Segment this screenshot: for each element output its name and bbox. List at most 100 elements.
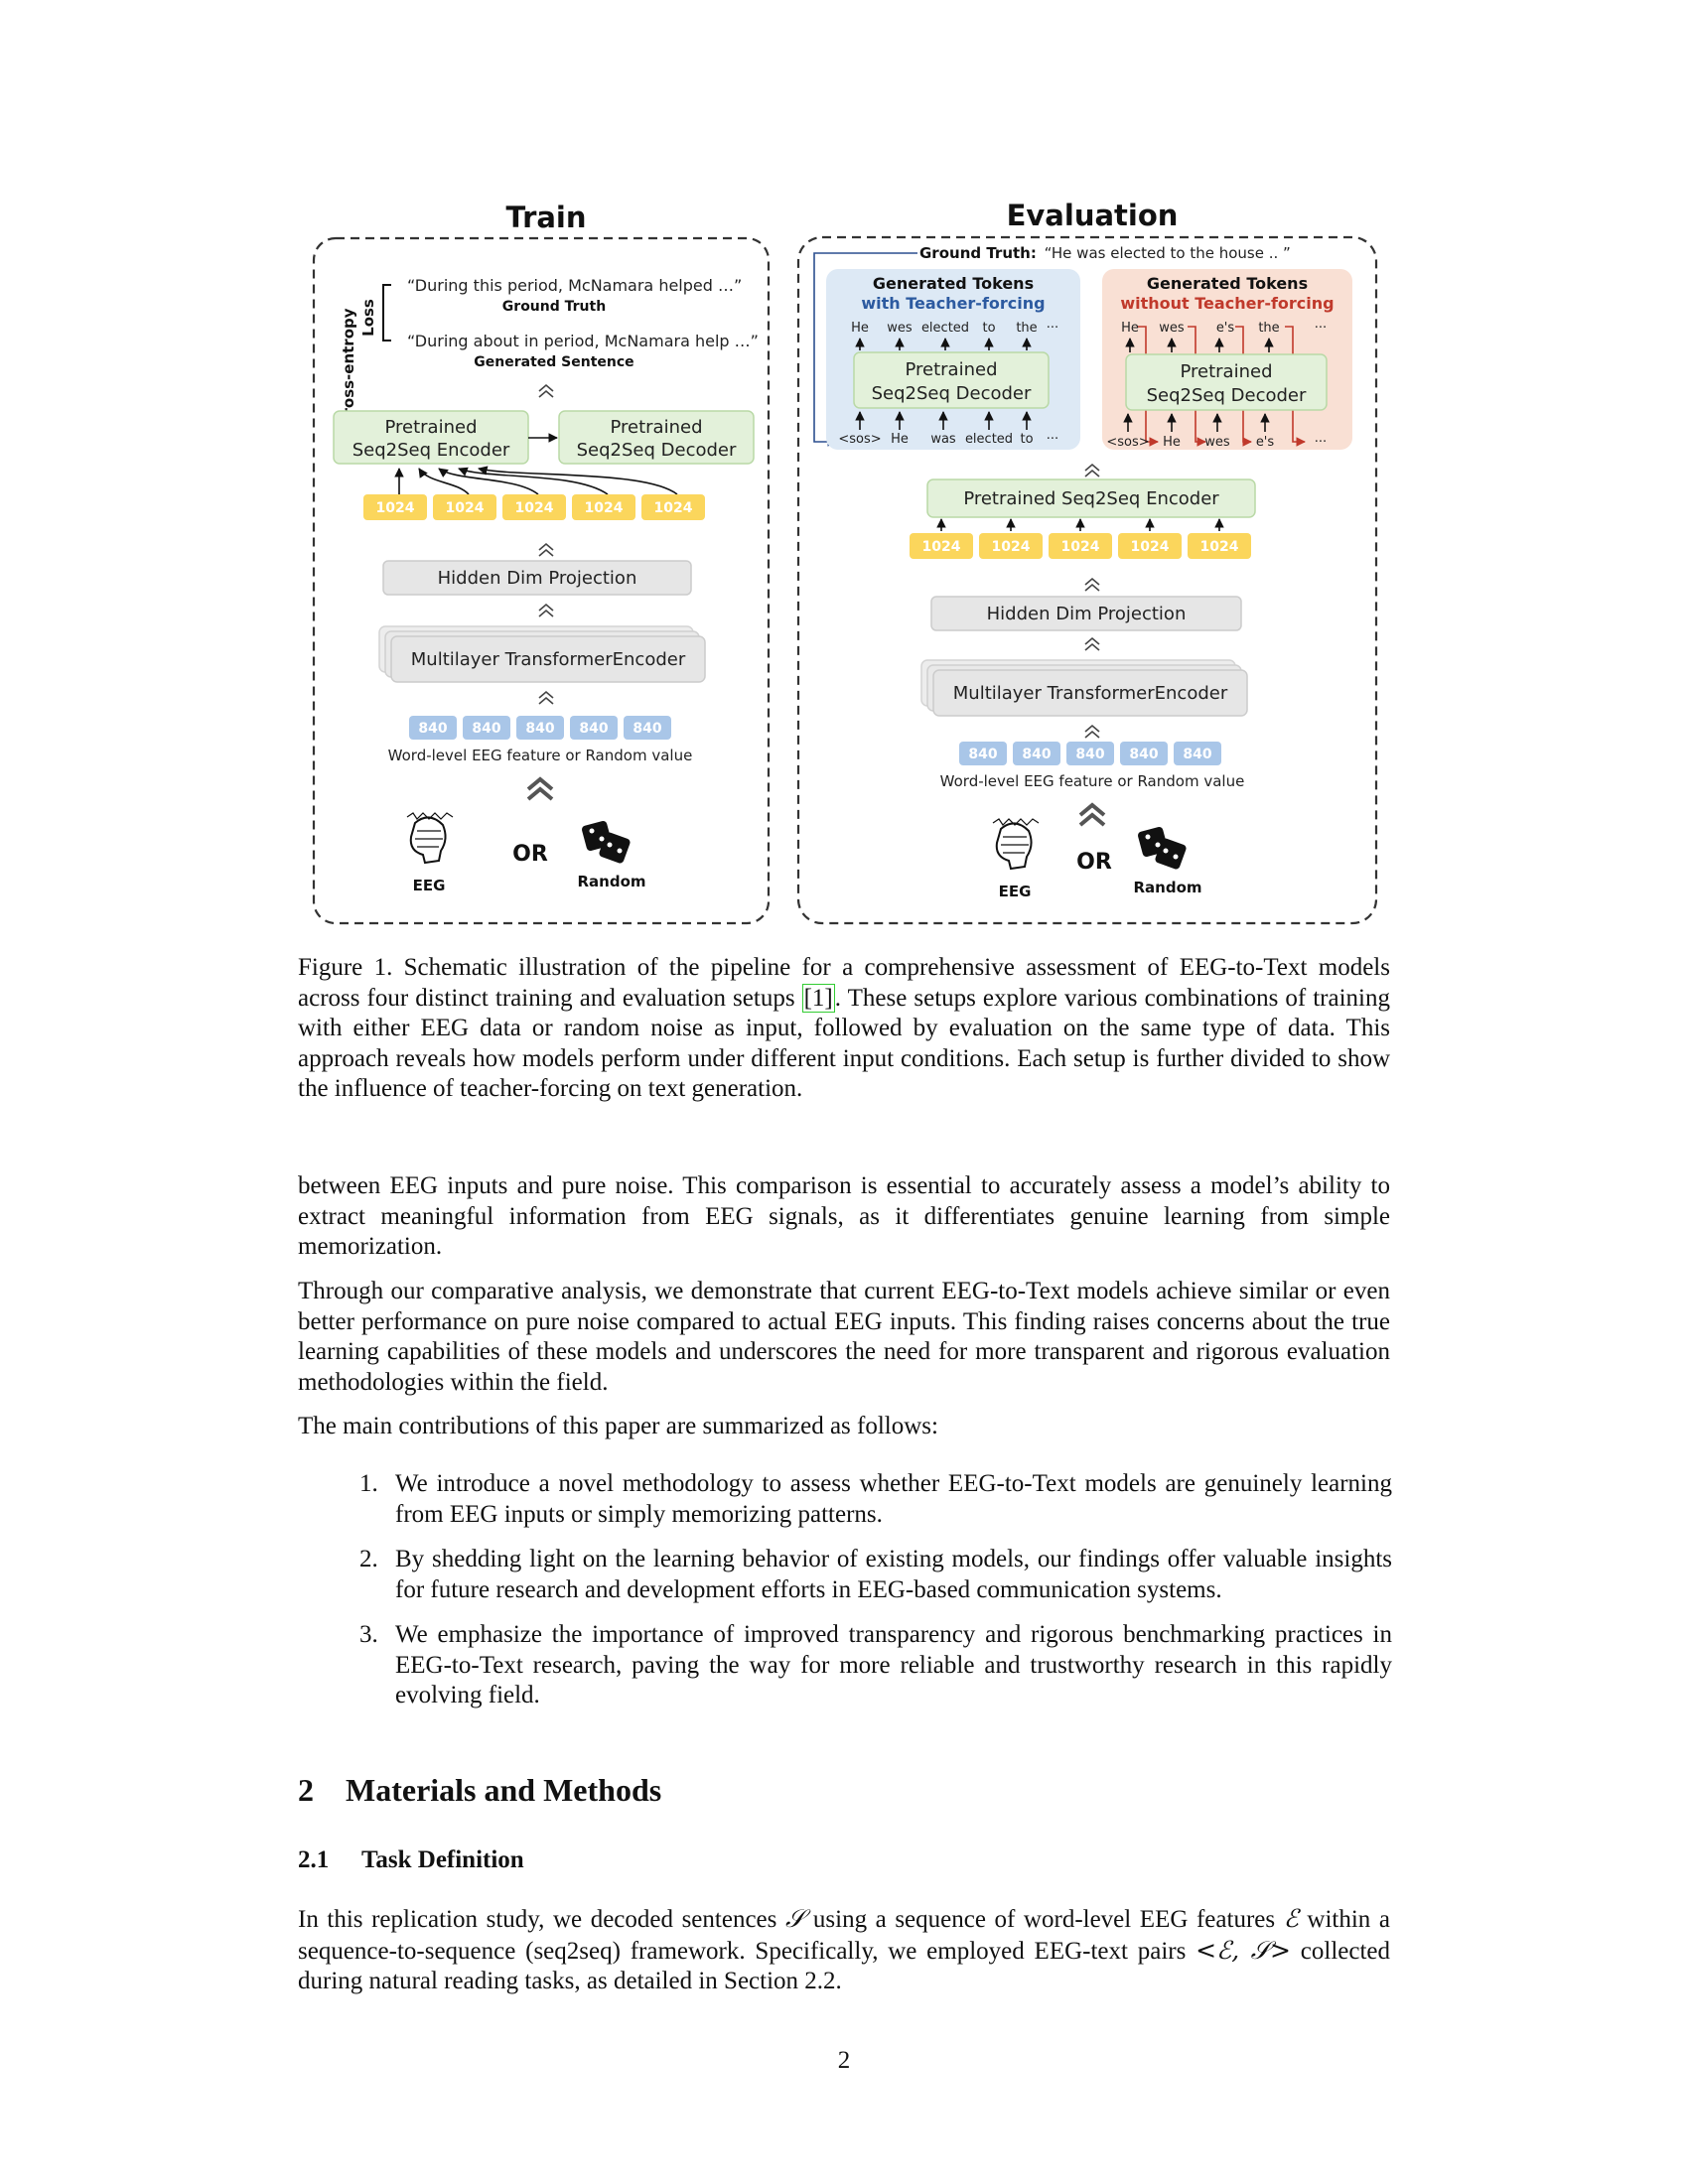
caption-citation-link[interactable]: [1] [801, 983, 835, 1013]
train-decoder-box [558, 410, 755, 465]
feature-chip [1013, 742, 1060, 765]
eval-ntf-subtitle: without Teacher-forcing [1120, 294, 1334, 313]
task-text-1: In this replication study, we decoded se… [298, 1906, 785, 1933]
feature-chip [516, 716, 564, 740]
train-chevron-3-icon [538, 603, 554, 617]
list-item-number: 1. [359, 1470, 378, 1497]
dim-chip-label: 1024 [654, 500, 693, 516]
train-transformer-box [390, 635, 706, 683]
train-eeg-head-icon [406, 812, 454, 865]
eval-ground-truth-prefix: Ground Truth: [919, 244, 1037, 262]
dim-chip-label: 1024 [1061, 539, 1100, 555]
feature-chip-label: 840 [1022, 747, 1051, 762]
task-text-3: within a sequence-to-sequence (seq2seq) … [298, 1906, 1390, 1965]
evaluation-title: Evaluation [1007, 199, 1179, 232]
tf-input-token: was [930, 432, 956, 447]
paragraph-2: Through our comparative analysis, we dem… [298, 1278, 1390, 1396]
eval-eeg-label: EEG [999, 883, 1032, 900]
train-random-label: Random [577, 873, 645, 890]
eval-tf-title: Generated Tokens [873, 274, 1034, 293]
train-or-label: OR [512, 842, 548, 867]
ntf-input-token: <sos> [1106, 435, 1149, 450]
eval-dim-chips: 1024 1024 1024 1024 1024 [910, 533, 1251, 559]
list-item-text: By shedding light on the learning behavi… [395, 1546, 1392, 1603]
eval-ntf-decoder-box [1125, 353, 1328, 411]
pipeline-diagram: Train Cross-entropy Loss “During this pe… [312, 199, 1378, 925]
train-dice-icon [581, 820, 631, 864]
eval-transformer-label: Multilayer TransformerEncoder [953, 683, 1228, 704]
tf-input-token: ··· [1047, 432, 1058, 447]
tf-output-token: He [851, 321, 869, 336]
feature-chip-label: 840 [579, 721, 608, 737]
feature-chip [409, 716, 457, 740]
ntf-input-token: ··· [1315, 435, 1327, 450]
dim-chip [641, 494, 705, 520]
eval-tf-decoder-line2: Seq2Seq Decoder [872, 383, 1032, 404]
section-number: 2 [298, 1772, 314, 1808]
feature-chip [463, 716, 510, 740]
dim-chip [572, 494, 635, 520]
eval-feature-label: Word-level EEG feature or Random value [940, 772, 1245, 790]
list-item-text: We emphasize the importance of improved … [395, 1621, 1392, 1708]
caption-part2: . These setups explore various combinati… [298, 984, 1390, 1103]
list-item-number: 2. [359, 1546, 378, 1572]
feature-chip-label: 840 [633, 721, 661, 737]
list-item: 1.We introduce a novel methodology to as… [359, 1469, 1392, 1530]
dim-chip-label: 1024 [1200, 539, 1239, 555]
ntf-output-token: the [1258, 321, 1279, 336]
feature-chip-label: 840 [1075, 747, 1104, 762]
eval-chevron-1-icon [1084, 463, 1100, 478]
train-decoder-line1: Pretrained [610, 417, 702, 438]
dim-chip [363, 494, 427, 520]
eval-dice-icon [1137, 826, 1187, 870]
eval-eeg-head-icon [992, 818, 1040, 871]
train-dim-chips: 1024 1024 1024 1024 1024 [363, 494, 705, 520]
tf-output-token: the [1016, 321, 1037, 336]
task-text-2: using a sequence of word-level EEG featu… [804, 1906, 1284, 1933]
dim-chip-label: 1024 [585, 500, 624, 516]
list-item: 2. By shedding light on the learning beha… [359, 1545, 1392, 1605]
feature-chip-label: 840 [1183, 747, 1211, 762]
symbol-sentences: 𝒮 [784, 1904, 805, 1933]
dim-chip-label: 1024 [446, 500, 485, 516]
eval-encoder-box [926, 478, 1256, 518]
dim-chip-label: 1024 [515, 500, 554, 516]
ntf-output-token: ··· [1315, 321, 1327, 336]
dim-chip [1118, 533, 1182, 559]
dim-chip [502, 494, 566, 520]
feature-chip-label: 840 [472, 721, 500, 737]
train-eeg-label: EEG [413, 877, 446, 894]
train-panel-border [312, 236, 771, 925]
paragraph-3: The main contributions of this paper are… [298, 1413, 938, 1439]
feature-chip [959, 742, 1007, 765]
dim-chip [910, 533, 973, 559]
tf-output-token: to [982, 321, 995, 336]
train-curve-arrow-5 [478, 466, 678, 495]
train-loss-bracket [382, 284, 391, 341]
eval-or-label: OR [1076, 850, 1112, 875]
eval-ntf-decoder-line1: Pretrained [1180, 361, 1272, 382]
eval-tf-subtitle: with Teacher-forcing [861, 294, 1045, 313]
dim-chip-label: 1024 [992, 539, 1031, 555]
train-ground-truth-label: Ground Truth [502, 299, 606, 315]
eval-chevron-3-icon [1084, 636, 1100, 651]
train-feature-label: Word-level EEG feature or Random value [388, 747, 693, 764]
tf-output-token: elected [921, 321, 969, 336]
train-loss-label-1: Cross-entropy [340, 308, 357, 426]
contributions-list: 1.We introduce a novel methodology to as… [359, 1469, 1392, 1726]
dim-chip-label: 1024 [922, 539, 961, 555]
list-item-number: 3. [359, 1621, 378, 1648]
feature-chip-label: 840 [968, 747, 997, 762]
eval-projection-box [930, 596, 1242, 631]
eval-tf-decoder-box [853, 351, 1050, 409]
dim-chip-label: 1024 [376, 500, 415, 516]
section-title: Materials and Methods [346, 1772, 662, 1808]
dim-chip [1049, 533, 1112, 559]
ntf-output-token: e's [1216, 321, 1235, 336]
dim-chip-label: 1024 [1131, 539, 1170, 555]
